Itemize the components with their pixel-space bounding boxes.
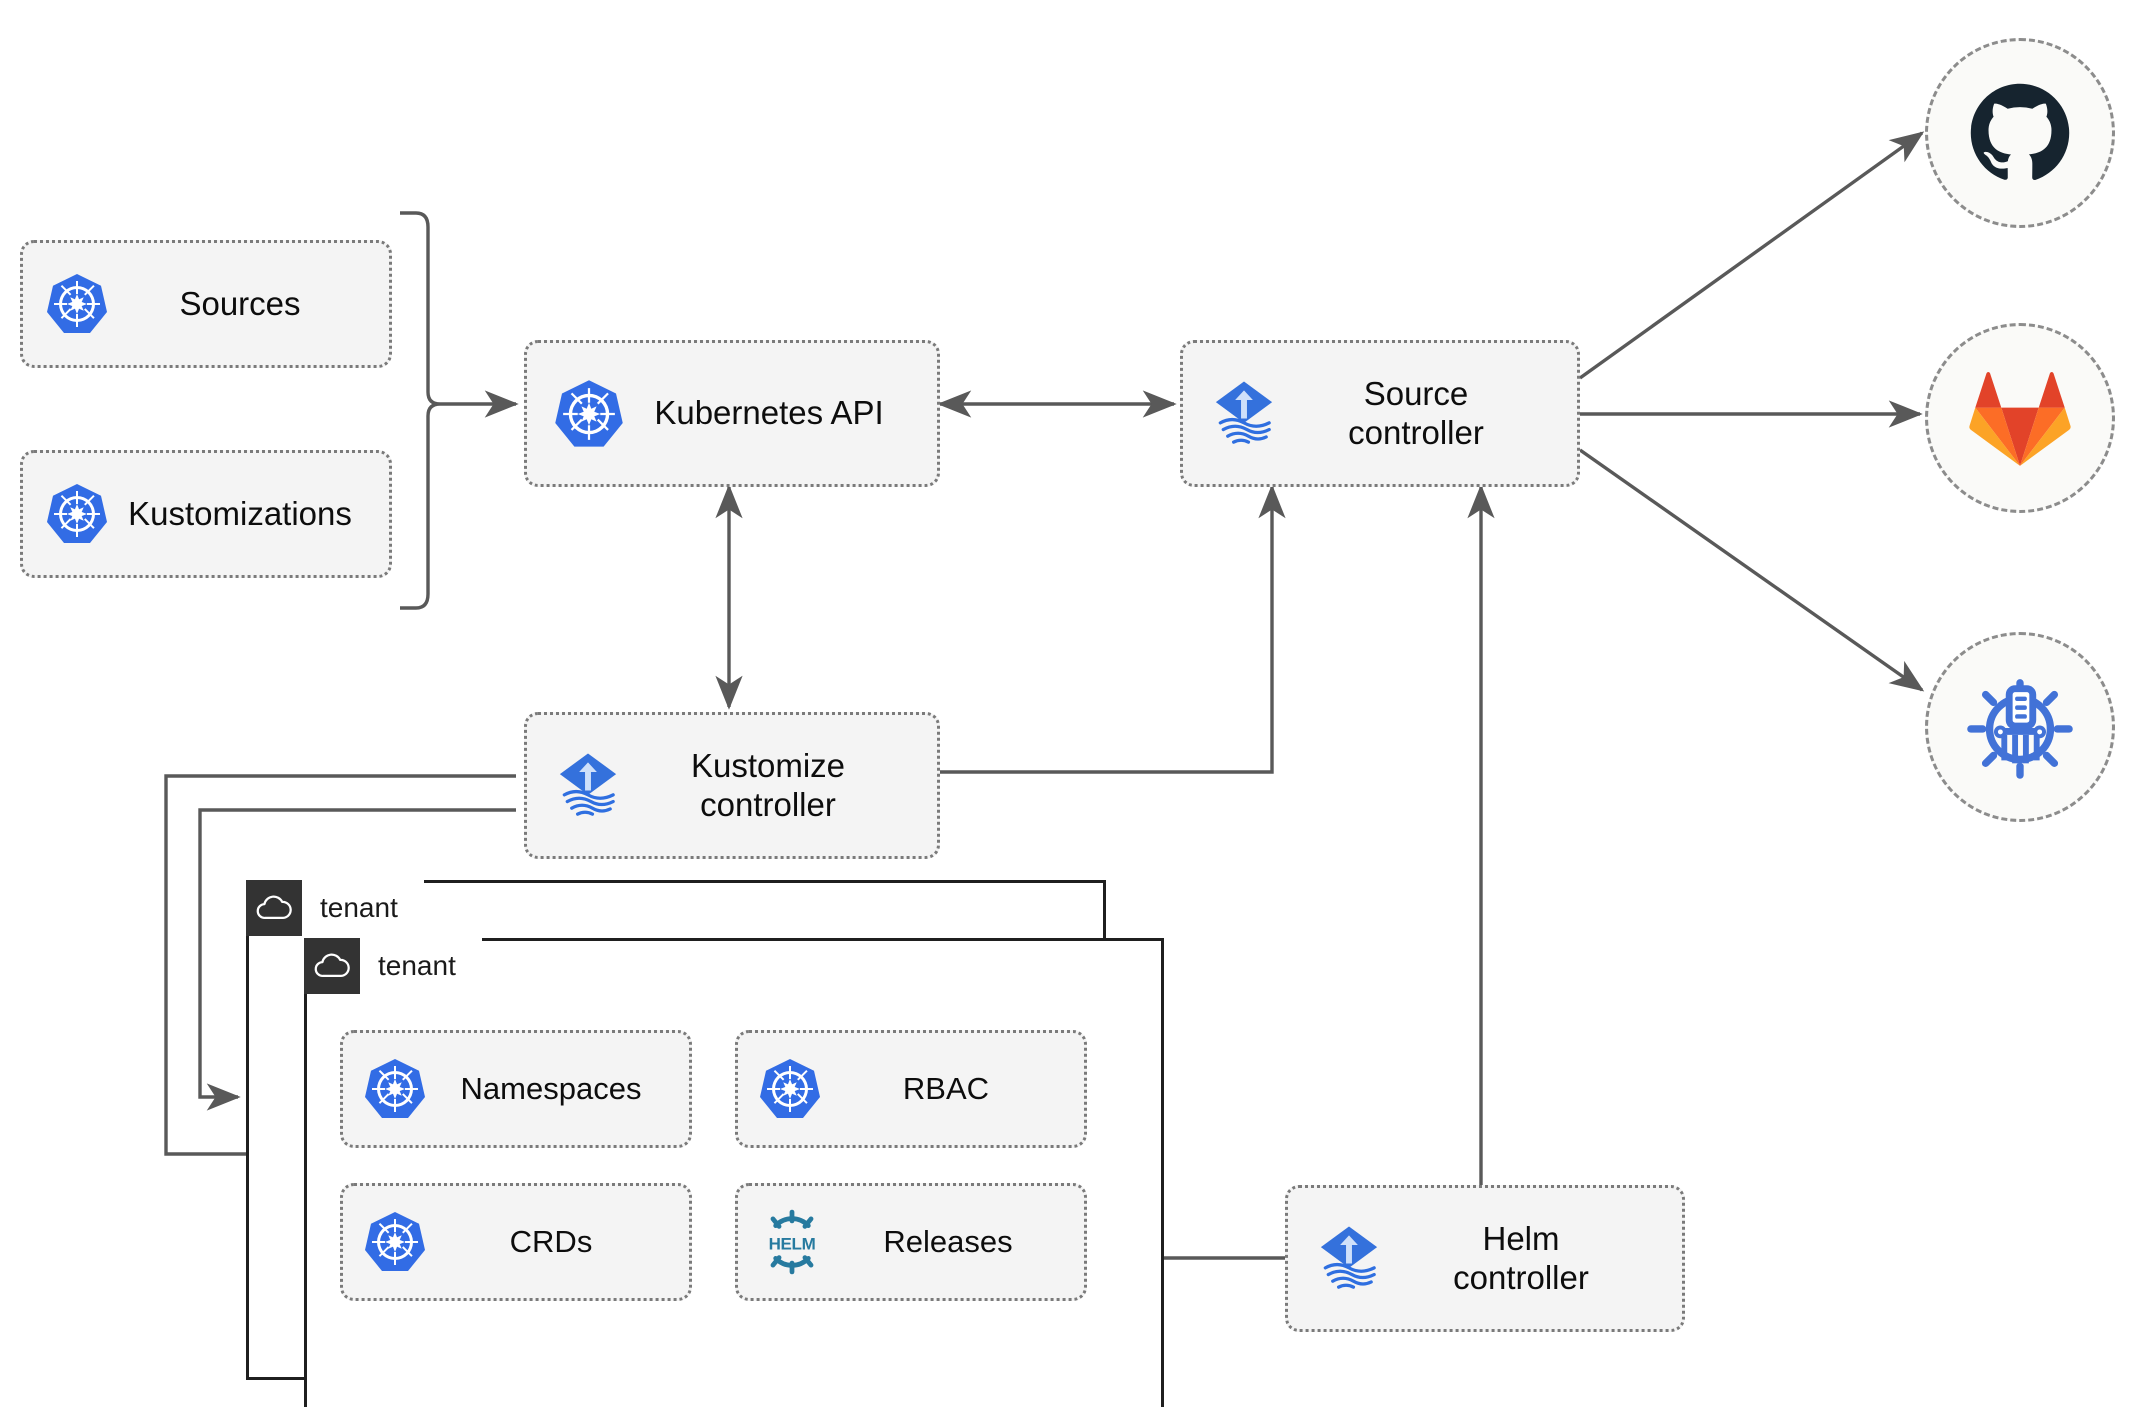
cloud-icon bbox=[246, 880, 302, 936]
resource-label: Namespaces bbox=[460, 1070, 642, 1106]
svg-text:HELM: HELM bbox=[769, 1234, 816, 1253]
resource-chip-kustomizations[interactable]: Kustomizations bbox=[20, 450, 392, 578]
node-label: Kubernetes API bbox=[654, 394, 884, 432]
resource-label: RBAC bbox=[902, 1070, 990, 1106]
gitlab-icon bbox=[1969, 372, 2071, 466]
flux-icon bbox=[1312, 1222, 1386, 1296]
node-label: Source controller bbox=[1348, 374, 1484, 451]
helm-icon: HELM bbox=[758, 1208, 826, 1276]
kubernetes-icon bbox=[45, 272, 109, 336]
resource-chip-label: Kustomizations bbox=[128, 494, 352, 532]
resource-crds[interactable]: CRDs bbox=[340, 1183, 692, 1301]
resource-releases[interactable]: HELM Releases bbox=[735, 1183, 1087, 1301]
wire-sources-bracket bbox=[400, 211, 441, 610]
bucket-icon bbox=[1967, 679, 2073, 779]
flux-icon bbox=[551, 749, 625, 823]
tenant-label: tenant bbox=[360, 938, 482, 994]
kubernetes-icon bbox=[45, 482, 109, 546]
tenant-frame-inner[interactable]: tenant bbox=[304, 938, 1164, 1407]
resource-rbac[interactable]: RBAC bbox=[735, 1030, 1087, 1148]
node-kubernetes-api[interactable]: Kubernetes API bbox=[524, 340, 940, 487]
tenant-label: tenant bbox=[302, 880, 424, 936]
resource-chip-sources[interactable]: Sources bbox=[20, 240, 392, 368]
cloud-icon bbox=[304, 938, 360, 994]
resource-label: Releases bbox=[883, 1223, 1013, 1259]
node-label: Kustomize controller bbox=[690, 746, 846, 823]
resource-label: CRDs bbox=[509, 1223, 593, 1259]
kubernetes-icon bbox=[758, 1057, 822, 1121]
provider-gitlab[interactable] bbox=[1925, 323, 2115, 513]
node-helm-controller[interactable]: Helm controller bbox=[1285, 1185, 1685, 1332]
provider-bucket[interactable] bbox=[1925, 632, 2115, 822]
flux-icon bbox=[1207, 377, 1281, 451]
resource-namespaces[interactable]: Namespaces bbox=[340, 1030, 692, 1148]
provider-github[interactable] bbox=[1925, 38, 2115, 228]
github-icon bbox=[1970, 83, 2070, 180]
node-label: Helm controller bbox=[1453, 1219, 1589, 1296]
wire-kustomize-to-source-controller bbox=[940, 484, 1286, 774]
resource-chip-label: Sources bbox=[179, 284, 301, 322]
node-kustomize-controller[interactable]: Kustomize controller bbox=[524, 712, 940, 859]
kubernetes-icon bbox=[553, 378, 625, 450]
wire-source-controller-bucket bbox=[1579, 448, 1925, 692]
kubernetes-icon bbox=[363, 1057, 427, 1121]
tenant-tab-inner: tenant bbox=[304, 938, 482, 994]
wire-source-controller-github bbox=[1579, 131, 1925, 380]
tenant-tab-outer: tenant bbox=[246, 880, 424, 936]
kubernetes-icon bbox=[363, 1210, 427, 1274]
node-source-controller[interactable]: Source controller bbox=[1180, 340, 1580, 487]
